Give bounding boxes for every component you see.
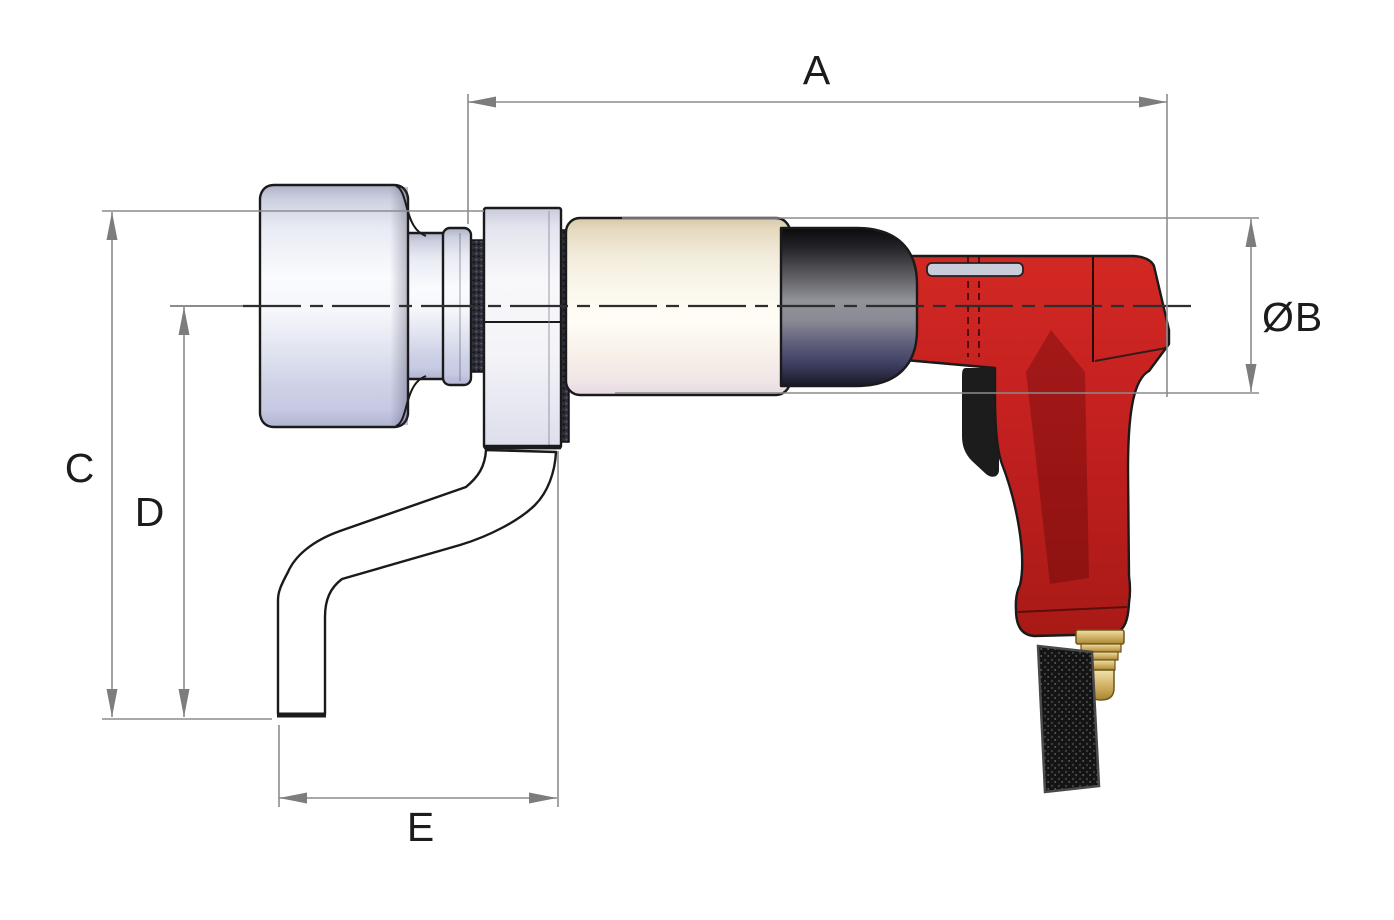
pistol-body bbox=[903, 254, 1171, 638]
trigger bbox=[962, 368, 999, 477]
dim-d-label: D bbox=[135, 489, 166, 535]
dimension-b: ØB bbox=[615, 217, 1323, 394]
vent-slot bbox=[926, 262, 1024, 277]
body-rear-crease bbox=[1094, 347, 1167, 362]
dim-b-arrow-top bbox=[1245, 219, 1257, 247]
dim-a-arrow-left bbox=[468, 96, 496, 108]
dim-e-arrow-right bbox=[529, 792, 557, 804]
dim-d-arrow-top bbox=[178, 307, 190, 335]
dimension-e: E bbox=[278, 451, 559, 850]
socket-shoulder-top bbox=[395, 185, 427, 237]
torque-wrench-figure bbox=[258, 183, 1171, 794]
dim-b-label: ØB bbox=[1262, 294, 1323, 340]
dim-a-label: A bbox=[803, 47, 831, 93]
socket-shoulder-bottom bbox=[395, 375, 427, 427]
dim-c-arrow-bottom bbox=[106, 689, 118, 717]
dim-c-arrow-top bbox=[106, 212, 118, 240]
dim-c-label: C bbox=[65, 445, 96, 491]
dim-e-arrow-left bbox=[279, 792, 307, 804]
handle-base-line bbox=[1017, 606, 1128, 613]
dim-a-arrow-right bbox=[1139, 96, 1167, 108]
dimension-a: A bbox=[467, 47, 1168, 397]
air-fitting-collar bbox=[1075, 629, 1125, 645]
dim-b-arrow-bottom bbox=[1245, 364, 1257, 392]
dimension-d: D bbox=[135, 307, 190, 717]
reaction-arm bbox=[276, 448, 558, 716]
dim-e-label: E bbox=[407, 804, 435, 850]
grip-strap bbox=[1036, 644, 1101, 794]
dim-d-arrow-bottom bbox=[178, 689, 190, 717]
dimension-c: C bbox=[65, 210, 484, 720]
